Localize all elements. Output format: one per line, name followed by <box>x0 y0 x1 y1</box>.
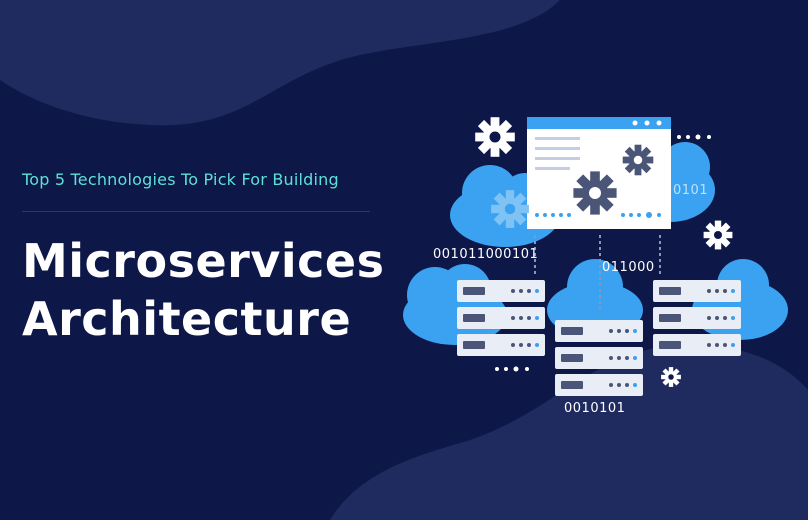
decorative-dots <box>495 134 711 372</box>
binary-text-bottom: 0010101 <box>564 401 626 416</box>
subtitle: Top 5 Technologies To Pick For Building <box>22 170 339 189</box>
binary-text-right: 0101 <box>673 183 709 198</box>
title-line-2: Architecture <box>22 292 352 346</box>
title: Microservices Architecture <box>22 232 385 348</box>
server-stack-left <box>457 280 545 356</box>
gear-icon-right <box>703 220 733 250</box>
server-stack-center <box>555 320 643 396</box>
divider <box>22 211 370 212</box>
binary-text-left: 001011000101 <box>433 247 539 262</box>
binary-text-center: 011000 <box>602 260 655 275</box>
connector-lines <box>534 235 661 310</box>
gear-icon-cloud <box>491 190 529 228</box>
gear-icon-bottom-right <box>661 367 681 387</box>
cloud-icon-left <box>403 264 507 345</box>
server-stack-right <box>653 280 741 356</box>
gear-icon-top-left <box>475 117 515 157</box>
microservices-illustration <box>403 117 788 396</box>
browser-window-icon <box>527 117 671 229</box>
banner-text: Top 5 Technologies To Pick For Building … <box>22 170 385 348</box>
title-line-1: Microservices <box>22 234 385 288</box>
